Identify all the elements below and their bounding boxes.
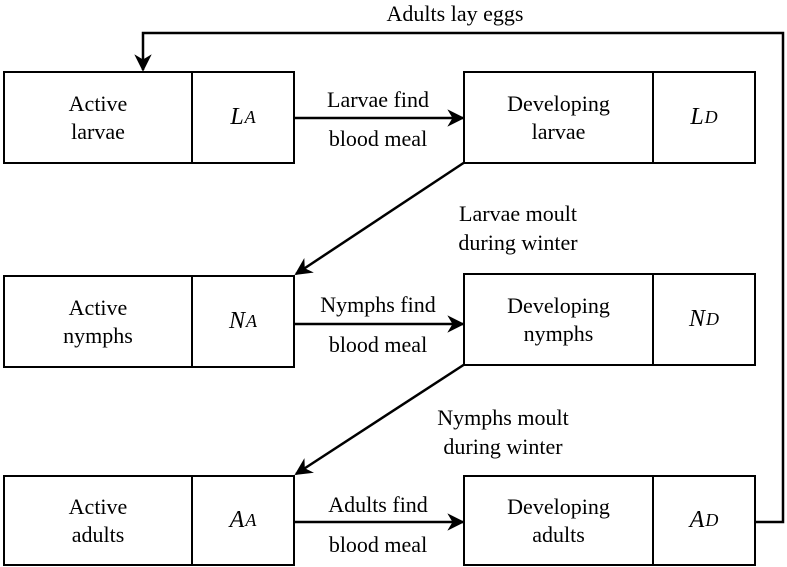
label-larvae-find: Larvae find [327, 87, 429, 112]
arrow-nymphs-moult [294, 362, 466, 476]
arrow-adults-lay-eggs [134, 31, 785, 524]
label-adults-lay-eggs: Adults lay eggs [386, 1, 524, 26]
label-nymphs-find: Nymphs find [320, 292, 436, 317]
box-active-larvae-label: Active larvae [68, 91, 128, 144]
box-active-nymphs-label: Active nymphs [63, 295, 133, 348]
box-developing-adults-label: Developing adults [507, 494, 610, 547]
label-adults-blood-meal: blood meal [328, 532, 428, 557]
label-nymphs-blood-meal: blood meal [328, 332, 428, 357]
label-adults-find: Adults find [328, 492, 428, 517]
arrow-larvae-moult [294, 160, 466, 276]
box-developing-larvae-label: Developing larvae [507, 91, 610, 144]
box-developing-nymphs-label: Developing nymphs [507, 293, 610, 346]
box-active-adults-label: Active adults [68, 494, 128, 547]
label-larvae-moult: Larvae moult during winter [458, 201, 578, 255]
label-nymphs-moult: Nymphs moult during winter [437, 405, 569, 459]
label-larvae-blood-meal: blood meal [328, 126, 428, 151]
